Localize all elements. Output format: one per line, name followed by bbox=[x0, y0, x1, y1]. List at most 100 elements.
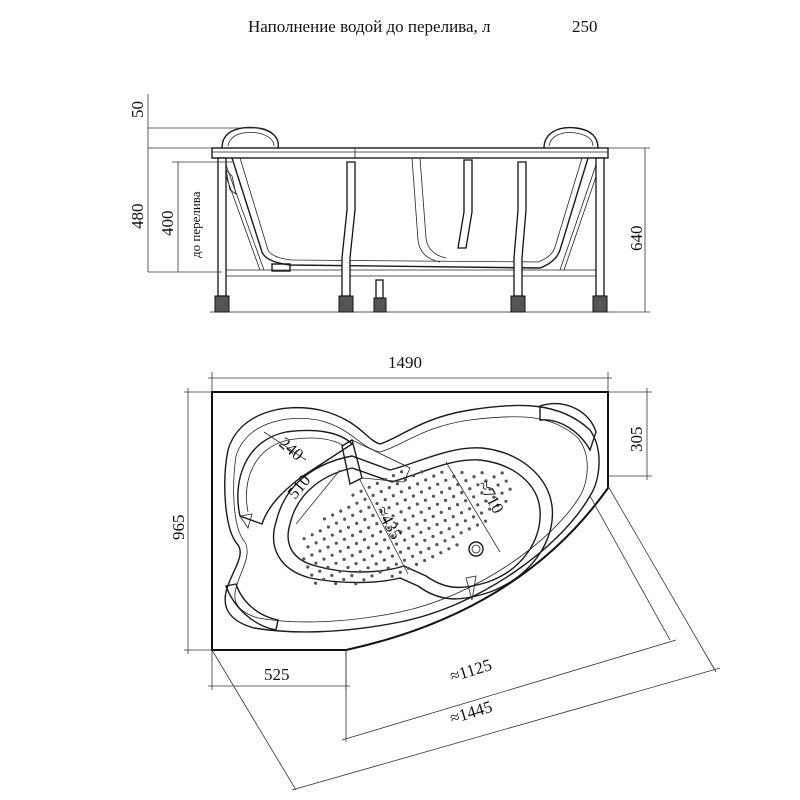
headrest-right-top bbox=[539, 403, 597, 452]
jet-dot bbox=[330, 573, 334, 578]
jet-dot bbox=[322, 577, 326, 581]
jet-dot bbox=[370, 554, 374, 558]
jet-dot bbox=[334, 561, 338, 565]
jet-dot bbox=[419, 550, 423, 555]
jet-dot bbox=[427, 526, 431, 531]
jet-dot bbox=[436, 482, 440, 486]
jet-dot bbox=[343, 517, 347, 521]
jet-dot bbox=[310, 533, 314, 537]
jet-dot bbox=[468, 507, 472, 511]
jet-dot bbox=[318, 569, 322, 573]
jet-dot bbox=[443, 498, 448, 502]
jet-dot bbox=[488, 487, 492, 491]
jet-dot bbox=[500, 471, 504, 475]
jet-dot bbox=[359, 489, 363, 493]
jet-dot bbox=[362, 558, 366, 562]
jet-dot bbox=[351, 513, 355, 517]
jet-dot bbox=[366, 566, 370, 570]
jet-dot bbox=[472, 495, 476, 499]
jet-dot bbox=[366, 546, 370, 550]
jet-dot bbox=[435, 522, 439, 527]
jet-dot bbox=[423, 558, 427, 563]
dim-to-overflow-caption: до перелива bbox=[188, 191, 203, 258]
jet-dot bbox=[355, 501, 359, 505]
jet-dot bbox=[354, 541, 358, 546]
jet-dot bbox=[355, 521, 359, 526]
dim-total-width: 1490 bbox=[388, 353, 422, 372]
jet-dot bbox=[399, 490, 403, 494]
jet-dot bbox=[440, 470, 444, 474]
jet-dot bbox=[318, 549, 322, 553]
jet-dot bbox=[399, 510, 403, 514]
jet-dot bbox=[367, 485, 371, 489]
inner-basin bbox=[287, 459, 541, 589]
jet-dot bbox=[407, 506, 411, 510]
jet-dot bbox=[350, 553, 354, 558]
jet-dot bbox=[347, 505, 351, 509]
foot-2 bbox=[338, 295, 354, 313]
jet-dot bbox=[464, 479, 468, 483]
jet-dot bbox=[379, 510, 383, 514]
dim-inner-width: 510 bbox=[284, 471, 315, 503]
jet-dot bbox=[423, 498, 427, 502]
jet-dot bbox=[342, 557, 346, 562]
hydromassage-jets bbox=[302, 470, 512, 586]
jet-dot bbox=[375, 481, 379, 485]
jet-dot bbox=[443, 518, 447, 523]
jet-dot bbox=[338, 569, 342, 574]
jet-dot bbox=[483, 519, 488, 523]
jet-dot bbox=[390, 554, 394, 558]
jet-dot bbox=[310, 553, 314, 557]
jet-dot bbox=[390, 574, 394, 578]
jet-dot bbox=[416, 482, 420, 486]
jet-dot bbox=[359, 509, 363, 513]
jet-dot bbox=[471, 515, 476, 519]
jet-dot bbox=[399, 530, 403, 534]
jet-dot bbox=[463, 519, 467, 523]
jet-dot bbox=[350, 533, 355, 538]
jet-dot bbox=[475, 523, 479, 527]
jet-dot bbox=[359, 529, 363, 534]
jet-dot bbox=[451, 515, 455, 519]
jet-dot bbox=[484, 479, 488, 483]
jet-dot bbox=[314, 581, 318, 585]
jet-dot bbox=[363, 517, 367, 522]
jet-dot bbox=[395, 542, 399, 546]
jet-dot bbox=[302, 557, 306, 561]
jet-dot bbox=[484, 499, 488, 503]
jet-dot bbox=[447, 527, 451, 531]
jet-dot bbox=[326, 525, 330, 529]
jet-dot bbox=[428, 486, 432, 490]
dim-diag-outer: ≈1445 bbox=[448, 697, 495, 728]
jet-dot bbox=[391, 534, 395, 538]
foot-1 bbox=[214, 295, 230, 313]
jet-dot bbox=[314, 541, 318, 545]
jet-dot bbox=[415, 542, 419, 546]
jet-dot bbox=[419, 530, 423, 534]
jet-dot bbox=[451, 535, 455, 539]
jet-dot bbox=[326, 565, 330, 569]
jet-dot bbox=[467, 527, 471, 531]
jet-dot bbox=[439, 551, 443, 555]
foot-3 bbox=[373, 297, 387, 313]
jet-dot bbox=[350, 574, 354, 578]
jet-dot bbox=[375, 501, 379, 506]
jet-dot bbox=[383, 538, 387, 542]
jet-dot bbox=[448, 486, 452, 490]
jet-dot bbox=[374, 542, 379, 546]
jet-dot bbox=[476, 483, 480, 487]
jet-dot bbox=[387, 486, 391, 490]
jet-dot bbox=[440, 490, 444, 494]
jet-dot bbox=[419, 510, 423, 514]
jet-dot bbox=[400, 470, 404, 474]
jet-dot bbox=[492, 475, 496, 479]
jet-dot bbox=[386, 566, 390, 570]
jet-dot bbox=[371, 534, 375, 538]
jet-dot bbox=[427, 546, 431, 551]
dim-total-height: 640 bbox=[627, 226, 646, 252]
jet-dot bbox=[394, 562, 398, 566]
jet-dot bbox=[314, 561, 318, 565]
jet-dot bbox=[452, 494, 456, 499]
jet-dot bbox=[423, 518, 427, 522]
